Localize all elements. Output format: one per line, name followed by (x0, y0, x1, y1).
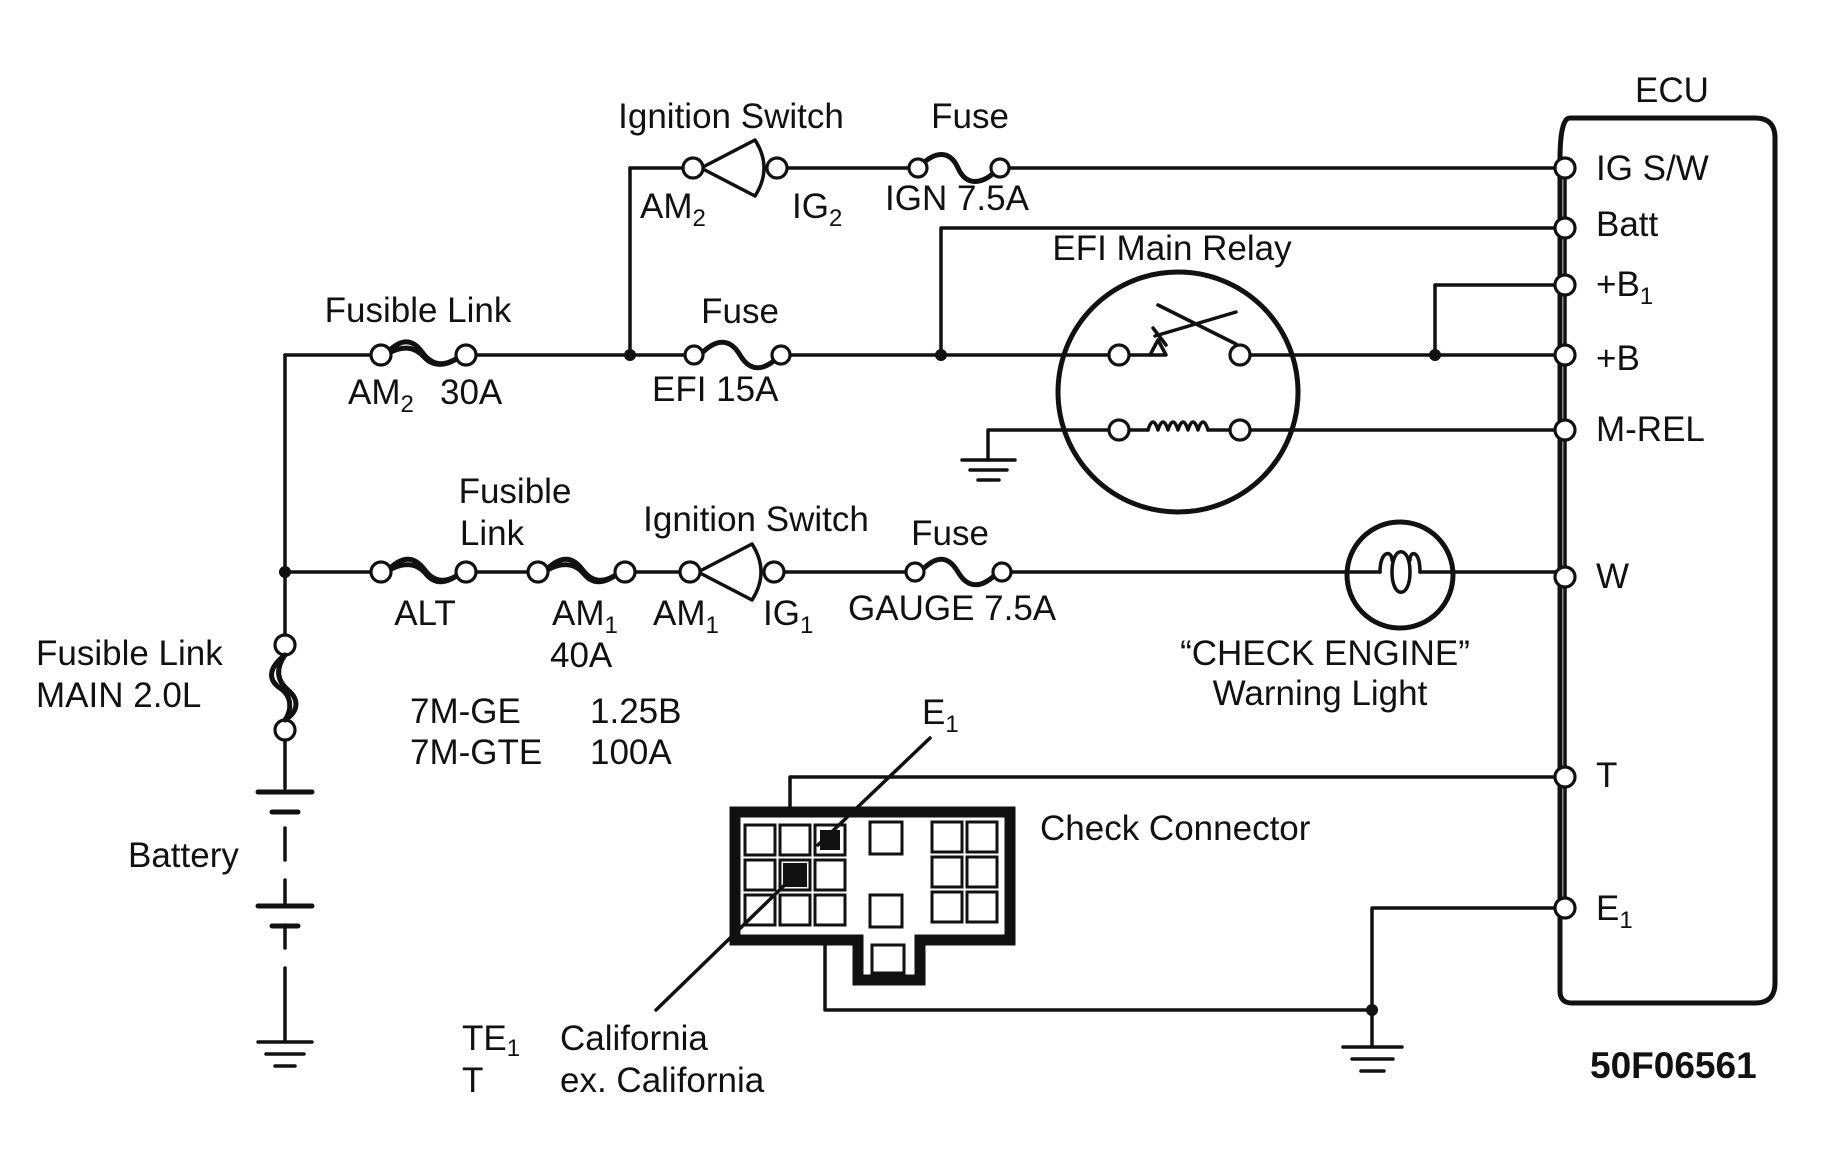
ecu-pin-ig-sw: IG S/W (1596, 149, 1709, 188)
fuse-ign-title: Fuse (931, 97, 1009, 136)
legend-t-desc: ex. California (560, 1061, 765, 1100)
ecu-pin-t: T (1596, 756, 1617, 795)
fuse-efi-title: Fuse (701, 292, 779, 331)
fusible-link-am1-rating: 40A (550, 636, 613, 675)
fusible-link-alt-title-line1: Fusible (459, 472, 572, 511)
junction-dots (279, 349, 1441, 1016)
efi-main-relay-title: EFI Main Relay (1052, 229, 1292, 268)
fusible-link-am2-rating: 30A (440, 373, 503, 412)
ignition-switch-bottom-title: Ignition Switch (643, 500, 869, 539)
fusible-link-alt-name: ALT (394, 594, 456, 633)
engine-row-1-value: 1.25B (590, 692, 681, 731)
fusible-link-main-line1: Fusible Link (36, 634, 223, 673)
ecu-ground-icon (1341, 1045, 1404, 1073)
figure-code: 50F06561 (1590, 1045, 1757, 1086)
fusible-link-am2-title: Fusible Link (325, 291, 512, 330)
fusible-link-alt-title-line2: Link (460, 514, 525, 553)
efi-main-relay-symbol (1055, 269, 1301, 515)
fusible-link-am2-name: AM2 (348, 373, 414, 418)
ecu-pin-m-rel: M-REL (1596, 410, 1705, 449)
ignition-switch-top-title: Ignition Switch (618, 97, 844, 136)
fuse-ign-symbol (907, 152, 1011, 184)
warning-light-line2: Warning Light (1213, 674, 1428, 713)
fusible-link-am1-symbol (526, 556, 637, 585)
check-connector-symbol (654, 736, 1016, 1012)
ignition-switch-bottom-symbol (678, 542, 786, 602)
fuse-gauge-title: Fuse (911, 514, 989, 553)
ignition-switch-top-symbol (681, 138, 789, 198)
fuse-gauge-rating: GAUGE 7.5A (848, 589, 1057, 628)
battery-ground-icon (256, 1040, 314, 1068)
ecu-pin-batt: Batt (1596, 205, 1659, 244)
legend-te1-code: TE1 (462, 1019, 520, 1062)
ecu-pin-b1: +B1 (1596, 265, 1653, 310)
ignition-switch-top-ig: IG2 (792, 187, 842, 232)
fusible-link-main-line2: MAIN 2.0L (36, 676, 201, 715)
check-connector-e1: E1 (922, 693, 959, 738)
battery-icon (255, 789, 315, 929)
warning-light-icon (1344, 519, 1456, 631)
fusible-link-am2-symbol (369, 339, 478, 367)
fuse-efi-symbol (683, 339, 792, 371)
ecu-pin-w: W (1596, 557, 1629, 596)
ignition-switch-bottom-am: AM1 (653, 594, 719, 639)
battery-label: Battery (128, 836, 239, 875)
fusible-link-main-symbol (269, 633, 299, 742)
ecu-box (1557, 115, 1778, 1006)
fuse-ign-rating: IGN 7.5A (885, 179, 1030, 218)
wires (283, 166, 1567, 1047)
engine-row-2-engine: 7M-GTE (410, 733, 542, 772)
engine-row-1-engine: 7M-GE (410, 692, 521, 731)
fuse-efi-rating: EFI 15A (652, 370, 779, 409)
legend-t-code: T (462, 1061, 483, 1100)
ignition-switch-bottom-ig: IG1 (763, 594, 813, 639)
ignition-switch-top-am: AM2 (640, 187, 706, 232)
relay-ground-icon (960, 458, 1017, 482)
ecu-pin-b: +B (1596, 339, 1640, 378)
engine-row-2-value: 100A (590, 733, 672, 772)
warning-light-line1: “CHECK ENGINE” (1180, 634, 1470, 673)
check-connector-label: Check Connector (1040, 809, 1311, 848)
ecu-terminals (1553, 156, 1577, 920)
fusible-link-am1-name: AM1 (552, 594, 618, 639)
legend-te1-desc: California (560, 1019, 708, 1058)
ecu-title: ECU (1635, 71, 1709, 110)
ecu-pin-e1: E1 (1596, 889, 1633, 934)
fuse-gauge-symbol (904, 556, 1013, 588)
fusible-link-alt-symbol (369, 556, 478, 585)
